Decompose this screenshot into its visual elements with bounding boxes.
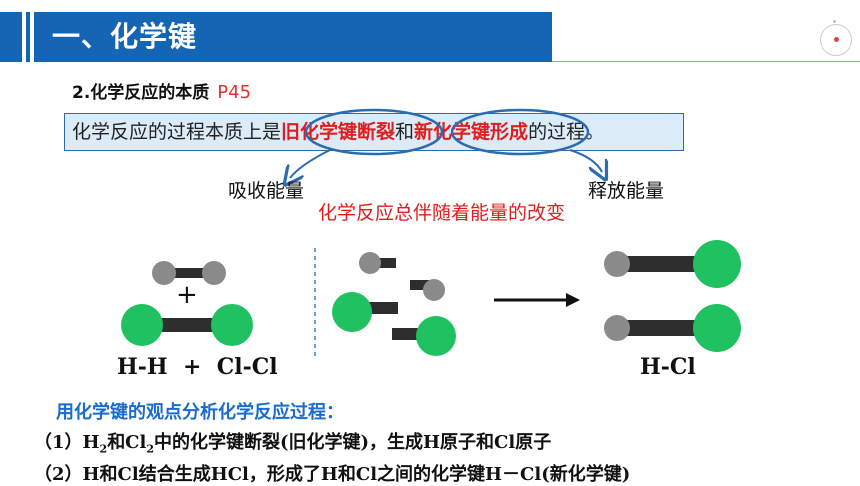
release-energy-label: 释放能量 xyxy=(588,180,665,202)
line1-rest: 中的化学键断裂(旧化学键)，生成H原子和Cl原子 xyxy=(154,432,552,453)
release-arrow xyxy=(569,149,602,172)
cl-atom-fragment xyxy=(332,292,398,332)
line1-subscript: 2 xyxy=(146,442,155,456)
plus-symbol: + xyxy=(176,280,198,310)
product-label: H-Cl xyxy=(640,354,696,380)
absorb-arrow xyxy=(290,149,331,178)
h-atom-fragment xyxy=(410,279,445,301)
old-bond-ellipse xyxy=(304,108,444,156)
h-atom-fragment xyxy=(359,252,396,274)
reactants-label: H-H + Cl-Cl xyxy=(117,354,278,380)
logo-dot-icon xyxy=(834,37,839,42)
cl-atom-fragment xyxy=(392,316,456,356)
cl2-molecule xyxy=(121,304,253,346)
statement-box xyxy=(64,113,684,151)
header-rule xyxy=(552,61,860,62)
section-subheading: 2.化学反应的本质 P45 xyxy=(72,78,251,103)
line1-prefix: （1）H xyxy=(34,432,100,453)
slide-title: 一、化学键 xyxy=(52,20,198,53)
title-bar xyxy=(0,12,552,62)
title-stripe xyxy=(30,12,34,62)
h2-molecule xyxy=(152,261,226,285)
reaction-arrow xyxy=(494,293,580,307)
analysis-line-1: （1）H2和Cl2中的化学键断裂(旧化学键)，生成H原子和Cl原子 xyxy=(34,428,551,456)
title-stripe xyxy=(22,12,26,62)
energy-change-note: 化学反应总伴随着能量的改变 xyxy=(318,202,566,224)
absorb-energy-label: 吸收能量 xyxy=(228,180,305,202)
logo-tick-icon xyxy=(833,20,836,23)
statement-and: 和 xyxy=(395,121,415,143)
line1-subscript: 2 xyxy=(99,442,108,456)
line1-mid: 和Cl xyxy=(107,432,147,453)
page-reference: P45 xyxy=(217,82,252,103)
new-bond-ellipse xyxy=(450,108,590,156)
hcl-molecule xyxy=(604,304,741,352)
new-bond-text: 新化学键形成 xyxy=(414,121,529,143)
subheading-text: 2.化学反应的本质 xyxy=(72,83,210,103)
analysis-heading: 用化学键的观点分析化学反应过程： xyxy=(56,402,344,423)
hcl-molecule xyxy=(604,240,741,288)
analysis-line-2: （2）H和Cl结合生成HCl，形成了H和Cl之间的化学键H－Cl(新化学键) xyxy=(34,464,631,485)
statement-part1: 化学反应的过程本质上是 xyxy=(72,121,282,143)
